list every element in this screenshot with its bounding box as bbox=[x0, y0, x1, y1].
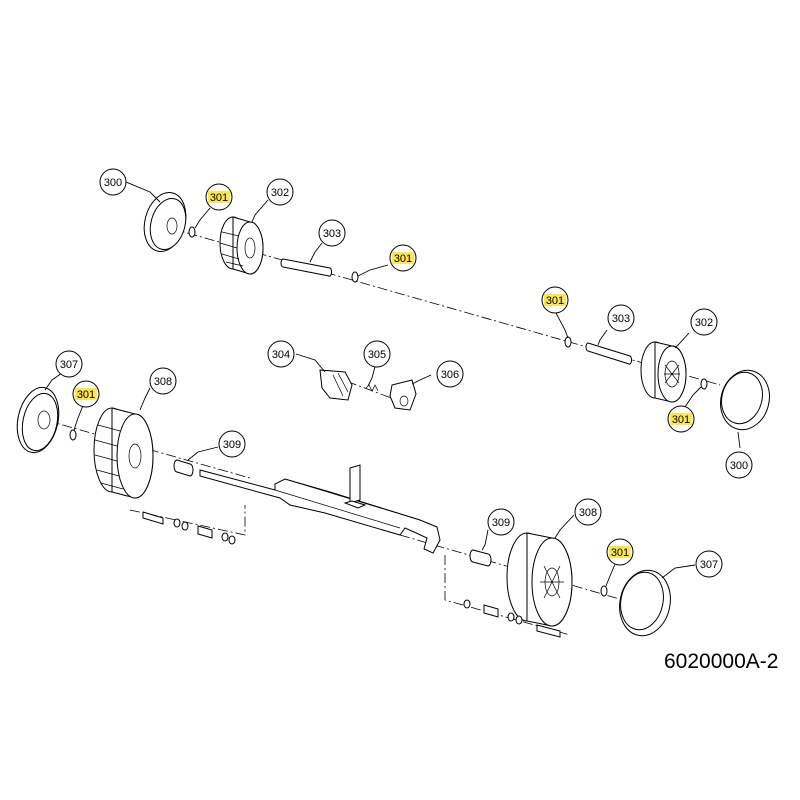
bushing-309-lower-right bbox=[469, 549, 492, 567]
callout-label: 301 bbox=[672, 414, 690, 426]
callout-301: 301 bbox=[205, 183, 233, 211]
callout-circle bbox=[99, 168, 127, 196]
callout-301: 301 bbox=[389, 244, 417, 272]
leader-lines bbox=[44, 181, 741, 587]
callout-label: 301 bbox=[546, 295, 564, 307]
callout-circle bbox=[574, 498, 602, 526]
bolt-set-left bbox=[142, 511, 236, 545]
callout-highlight bbox=[544, 294, 566, 306]
callout-circle bbox=[436, 360, 464, 388]
washer-301-upper-far-right bbox=[700, 378, 708, 390]
callout-300: 300 bbox=[99, 168, 127, 196]
callout-circle bbox=[725, 451, 753, 479]
callout-label: 300 bbox=[104, 177, 122, 189]
left-bolt-axis bbox=[129, 505, 246, 536]
hubcap-307-lower-left bbox=[16, 386, 60, 454]
callout-label: 303 bbox=[612, 313, 630, 325]
callout-circle bbox=[218, 430, 246, 458]
washer-301-lower-right bbox=[600, 585, 608, 597]
axle-frame bbox=[199, 464, 441, 554]
callout-label: 303 bbox=[323, 228, 341, 240]
callout-302: 302 bbox=[690, 308, 718, 336]
callout-308: 308 bbox=[574, 498, 602, 526]
callout-label: 301 bbox=[77, 389, 95, 401]
callout-label: 309 bbox=[223, 439, 241, 451]
washer-301-upper-right bbox=[564, 336, 572, 348]
callout-highlight bbox=[670, 413, 692, 425]
callout-highlight bbox=[208, 191, 230, 203]
bushing-309-lower-left bbox=[173, 459, 194, 477]
bolt-set-right bbox=[463, 599, 561, 638]
callout-label: 307 bbox=[60, 359, 78, 371]
callout-label: 301 bbox=[611, 547, 629, 559]
callout-label: 308 bbox=[579, 507, 597, 519]
washer-301-upper-left bbox=[188, 226, 196, 238]
callout-circle bbox=[149, 367, 177, 395]
callout-circle bbox=[266, 178, 294, 206]
callout-layer: 300 301 302 303 301 301 303 302 301 300 304 305 306 3… bbox=[55, 168, 753, 578]
callout-307: 307 bbox=[55, 350, 83, 378]
axle-pin-303-upper-right bbox=[585, 342, 633, 365]
callout-301: 301 bbox=[541, 286, 569, 314]
callout-circle bbox=[267, 340, 295, 368]
callout-circle bbox=[487, 508, 515, 536]
callout-highlight bbox=[609, 546, 631, 558]
hubcap-300-upper-right bbox=[720, 369, 770, 431]
lever-bracket-304 bbox=[319, 369, 353, 401]
callout-label: 308 bbox=[154, 376, 172, 388]
callout-label: 300 bbox=[730, 460, 748, 472]
drawing-number: 6020000A-2 bbox=[664, 650, 779, 673]
callout-circle bbox=[607, 304, 635, 332]
callout-306: 306 bbox=[436, 360, 464, 388]
wheel-302-upper-right bbox=[640, 341, 687, 403]
callout-label: 301 bbox=[210, 192, 228, 204]
lever-bracket-306 bbox=[389, 379, 417, 411]
callout-303: 303 bbox=[607, 304, 635, 332]
callout-label: 306 bbox=[441, 369, 459, 381]
callout-301: 301 bbox=[606, 538, 634, 566]
callout-circle bbox=[695, 550, 723, 578]
callout-label: 302 bbox=[271, 187, 289, 199]
callout-circle bbox=[318, 219, 346, 247]
washer-301-lower-left bbox=[69, 429, 77, 441]
callout-highlight bbox=[75, 388, 97, 400]
callout-308: 308 bbox=[149, 367, 177, 395]
callout-309: 309 bbox=[218, 430, 246, 458]
callout-highlight bbox=[392, 252, 414, 264]
callout-label: 305 bbox=[368, 349, 386, 361]
callout-circle bbox=[363, 340, 391, 368]
right-bolt-axis bbox=[444, 555, 571, 636]
callout-label: 304 bbox=[272, 349, 290, 361]
lower-right-axis bbox=[399, 534, 641, 606]
hubcap-307-lower-right bbox=[619, 569, 671, 637]
callout-307: 307 bbox=[695, 550, 723, 578]
callout-301: 301 bbox=[72, 380, 100, 408]
callout-305: 305 bbox=[363, 340, 391, 368]
wheel-308-lower-right bbox=[506, 532, 573, 627]
callout-301: 301 bbox=[667, 405, 695, 433]
callout-303: 303 bbox=[318, 219, 346, 247]
wheel-302-upper-left bbox=[219, 216, 264, 275]
callout-304: 304 bbox=[267, 340, 295, 368]
callout-circle bbox=[55, 350, 83, 378]
axle-pin-303-upper-left bbox=[280, 258, 333, 277]
callout-label: 307 bbox=[700, 559, 718, 571]
callout-302: 302 bbox=[266, 178, 294, 206]
callout-label: 301 bbox=[394, 253, 412, 265]
wheel-308-lower-left bbox=[93, 407, 154, 499]
callout-circle bbox=[690, 308, 718, 336]
callout-label: 309 bbox=[492, 517, 510, 529]
callout-300: 300 bbox=[725, 451, 753, 479]
washer-301-upper-mid bbox=[351, 271, 359, 283]
hubcap-300-upper-left bbox=[143, 192, 187, 252]
callout-309: 309 bbox=[487, 508, 515, 536]
callout-label: 302 bbox=[695, 317, 713, 329]
